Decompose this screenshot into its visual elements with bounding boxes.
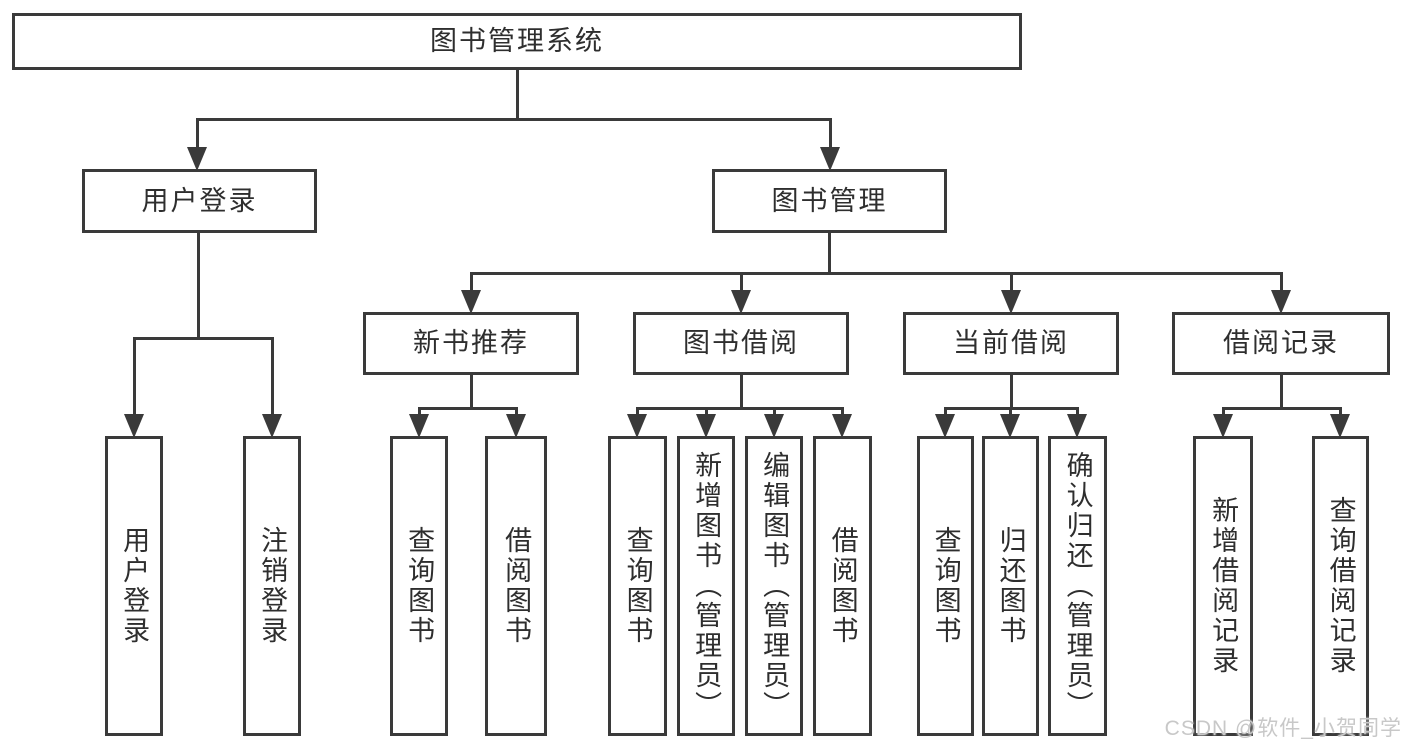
node-book-borrowing: 图书借阅 [633, 312, 849, 375]
node-current-borrowing: 当前借阅 [903, 312, 1119, 375]
connector-stem [196, 118, 199, 149]
arrowhead-down-icon [627, 414, 647, 438]
connector-user-login-bar [133, 337, 274, 340]
leaf-label: 查询借阅记录 [1325, 496, 1356, 676]
leaf-confirm-return-admin: 确认归还（管理员） [1048, 436, 1107, 736]
arrowhead-down-icon [1000, 414, 1020, 438]
node-book-management-label: 图书管理 [771, 185, 888, 216]
connector-bar [418, 407, 517, 410]
leaf-label: 新增借阅记录 [1208, 496, 1239, 676]
leaf-add-books-admin: 新增图书（管理员） [677, 436, 735, 736]
leaf-user-login: 用户登录 [105, 436, 163, 736]
connector-stem [740, 375, 743, 407]
connector-root-bar [196, 118, 831, 121]
connector-stem [944, 407, 947, 416]
leaf-return-books: 归还图书 [982, 436, 1039, 736]
node-library-system: 图书管理系统 [12, 13, 1022, 70]
node-library-system-label: 图书管理系统 [430, 26, 604, 56]
arrowhead-down-icon [1330, 414, 1350, 438]
leaf-query-borrowing-record: 查询借阅记录 [1312, 436, 1369, 736]
leaf-label: 查询图书 [622, 526, 653, 646]
connector-stem [1009, 407, 1012, 416]
arrowhead-down-icon [1213, 414, 1233, 438]
arrowhead-down-icon [1271, 290, 1291, 314]
leaf-borrow-books: 借阅图书 [813, 436, 872, 736]
connector-stem [1010, 272, 1013, 292]
connector-stem [1076, 407, 1079, 416]
leaf-query-books: 查询图书 [390, 436, 448, 736]
connector-book-management-bar [470, 272, 1282, 275]
node-new-book-recommendation-label: 新书推荐 [413, 328, 529, 358]
connector-stem [1010, 375, 1013, 407]
arrowhead-down-icon [461, 290, 481, 314]
leaf-label: 查询图书 [930, 526, 961, 646]
arrowhead-down-icon [731, 290, 751, 314]
connector-stem [841, 407, 844, 416]
leaf-edit-books-admin: 编辑图书（管理员） [745, 436, 803, 736]
connector-stem [773, 407, 776, 416]
node-user-login-label: 用户登录 [141, 185, 258, 216]
arrowhead-down-icon [506, 414, 526, 438]
connector-book-management-stem [828, 233, 831, 272]
node-book-management: 图书管理 [712, 169, 947, 233]
arrowhead-down-icon [764, 414, 784, 438]
connector-root-stem [516, 70, 519, 118]
connector-stem [271, 337, 274, 416]
arrowhead-down-icon [1067, 414, 1087, 438]
node-new-book-recommendation: 新书推荐 [363, 312, 579, 375]
arrowhead-down-icon [1001, 290, 1021, 314]
leaf-label: 查询图书 [404, 526, 435, 646]
connector-stem [470, 375, 473, 407]
connector-stem [829, 118, 832, 149]
arrowhead-down-icon [832, 414, 852, 438]
node-book-borrowing-label: 图书借阅 [683, 328, 799, 358]
connector-stem [515, 407, 518, 416]
connector-stem [705, 407, 708, 416]
connector-stem [636, 407, 639, 416]
leaf-add-borrowing-record: 新增借阅记录 [1193, 436, 1253, 736]
connector-stem [470, 272, 473, 292]
node-borrowing-records: 借阅记录 [1172, 312, 1390, 375]
leaf-logout: 注销登录 [243, 436, 301, 736]
leaf-label: 新增图书（管理员） [691, 451, 722, 721]
connector-stem [1222, 407, 1225, 416]
node-user-login: 用户登录 [82, 169, 317, 233]
leaf-label: 编辑图书（管理员） [759, 451, 790, 721]
leaf-label: 注销登录 [257, 526, 288, 646]
leaf-borrow-books: 借阅图书 [485, 436, 547, 736]
leaf-query-books: 查询图书 [917, 436, 974, 736]
leaf-label: 确认归还（管理员） [1062, 451, 1093, 721]
arrowhead-down-icon [696, 414, 716, 438]
leaf-label: 借阅图书 [827, 526, 858, 646]
arrowhead-down-icon [262, 414, 282, 438]
leaf-label: 用户登录 [119, 526, 150, 646]
arrowhead-down-icon [124, 414, 144, 438]
watermark: CSDN @软件_小贺同学 [1164, 717, 1402, 740]
connector-stem [1339, 407, 1342, 416]
connector-stem [1280, 375, 1283, 407]
arrowhead-down-icon [409, 414, 429, 438]
connector-bar [636, 407, 843, 410]
node-borrowing-records-label: 借阅记录 [1223, 328, 1339, 358]
connector-stem [133, 337, 136, 416]
leaf-label: 归还图书 [995, 526, 1026, 646]
arrowhead-down-icon [187, 147, 207, 171]
node-current-borrowing-label: 当前借阅 [953, 328, 1069, 358]
connector-stem [418, 407, 421, 416]
leaf-query-books: 查询图书 [608, 436, 667, 736]
connector-stem [740, 272, 743, 292]
connector-bar [1222, 407, 1341, 410]
arrowhead-down-icon [935, 414, 955, 438]
arrowhead-down-icon [820, 147, 840, 171]
connector-user-login-stem [197, 233, 200, 337]
connector-stem [1280, 272, 1283, 292]
leaf-label: 借阅图书 [501, 526, 532, 646]
